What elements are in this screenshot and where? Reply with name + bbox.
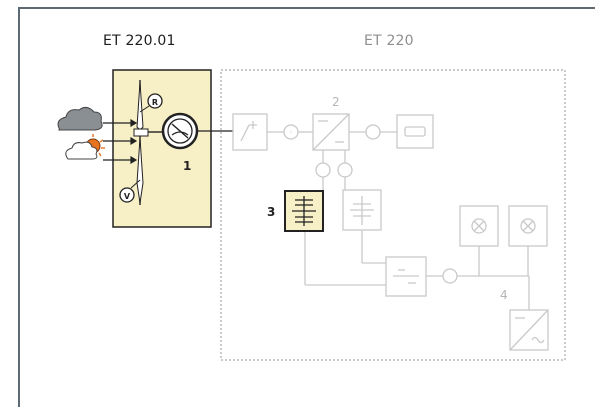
- sensor-mast-icon: [133, 80, 149, 205]
- meter-circle: [337, 162, 353, 178]
- system-boundary: [220, 69, 566, 361]
- measuring-module: [112, 69, 212, 228]
- radiation-letter: R: [152, 98, 158, 107]
- radiation-sensor-icon: R: [139, 93, 163, 113]
- figure-frame: [18, 7, 595, 407]
- callout-1: 1: [183, 159, 191, 173]
- highlighted-panel-box: [284, 190, 324, 232]
- gauge-icon: [161, 112, 199, 150]
- callout-2: 2: [332, 95, 340, 109]
- callout-4: 4: [500, 288, 508, 302]
- svg-text:◦: ◦: [289, 129, 293, 137]
- wind-speed-letter: V: [124, 192, 131, 201]
- callout-3: 3: [267, 205, 275, 219]
- wind-speed-sensor-icon: V: [119, 179, 141, 203]
- sun-cloud-icon: [65, 134, 105, 160]
- meter-circle: [315, 162, 331, 178]
- cloud-icon: [57, 106, 103, 131]
- meter-circle: [442, 268, 458, 284]
- main-unit-label: ET 220.01: [103, 33, 176, 49]
- disconnector-box: [232, 113, 268, 151]
- faded-components: [232, 113, 549, 351]
- meter-circle: [365, 124, 381, 140]
- system-label: ET 220: [364, 33, 414, 49]
